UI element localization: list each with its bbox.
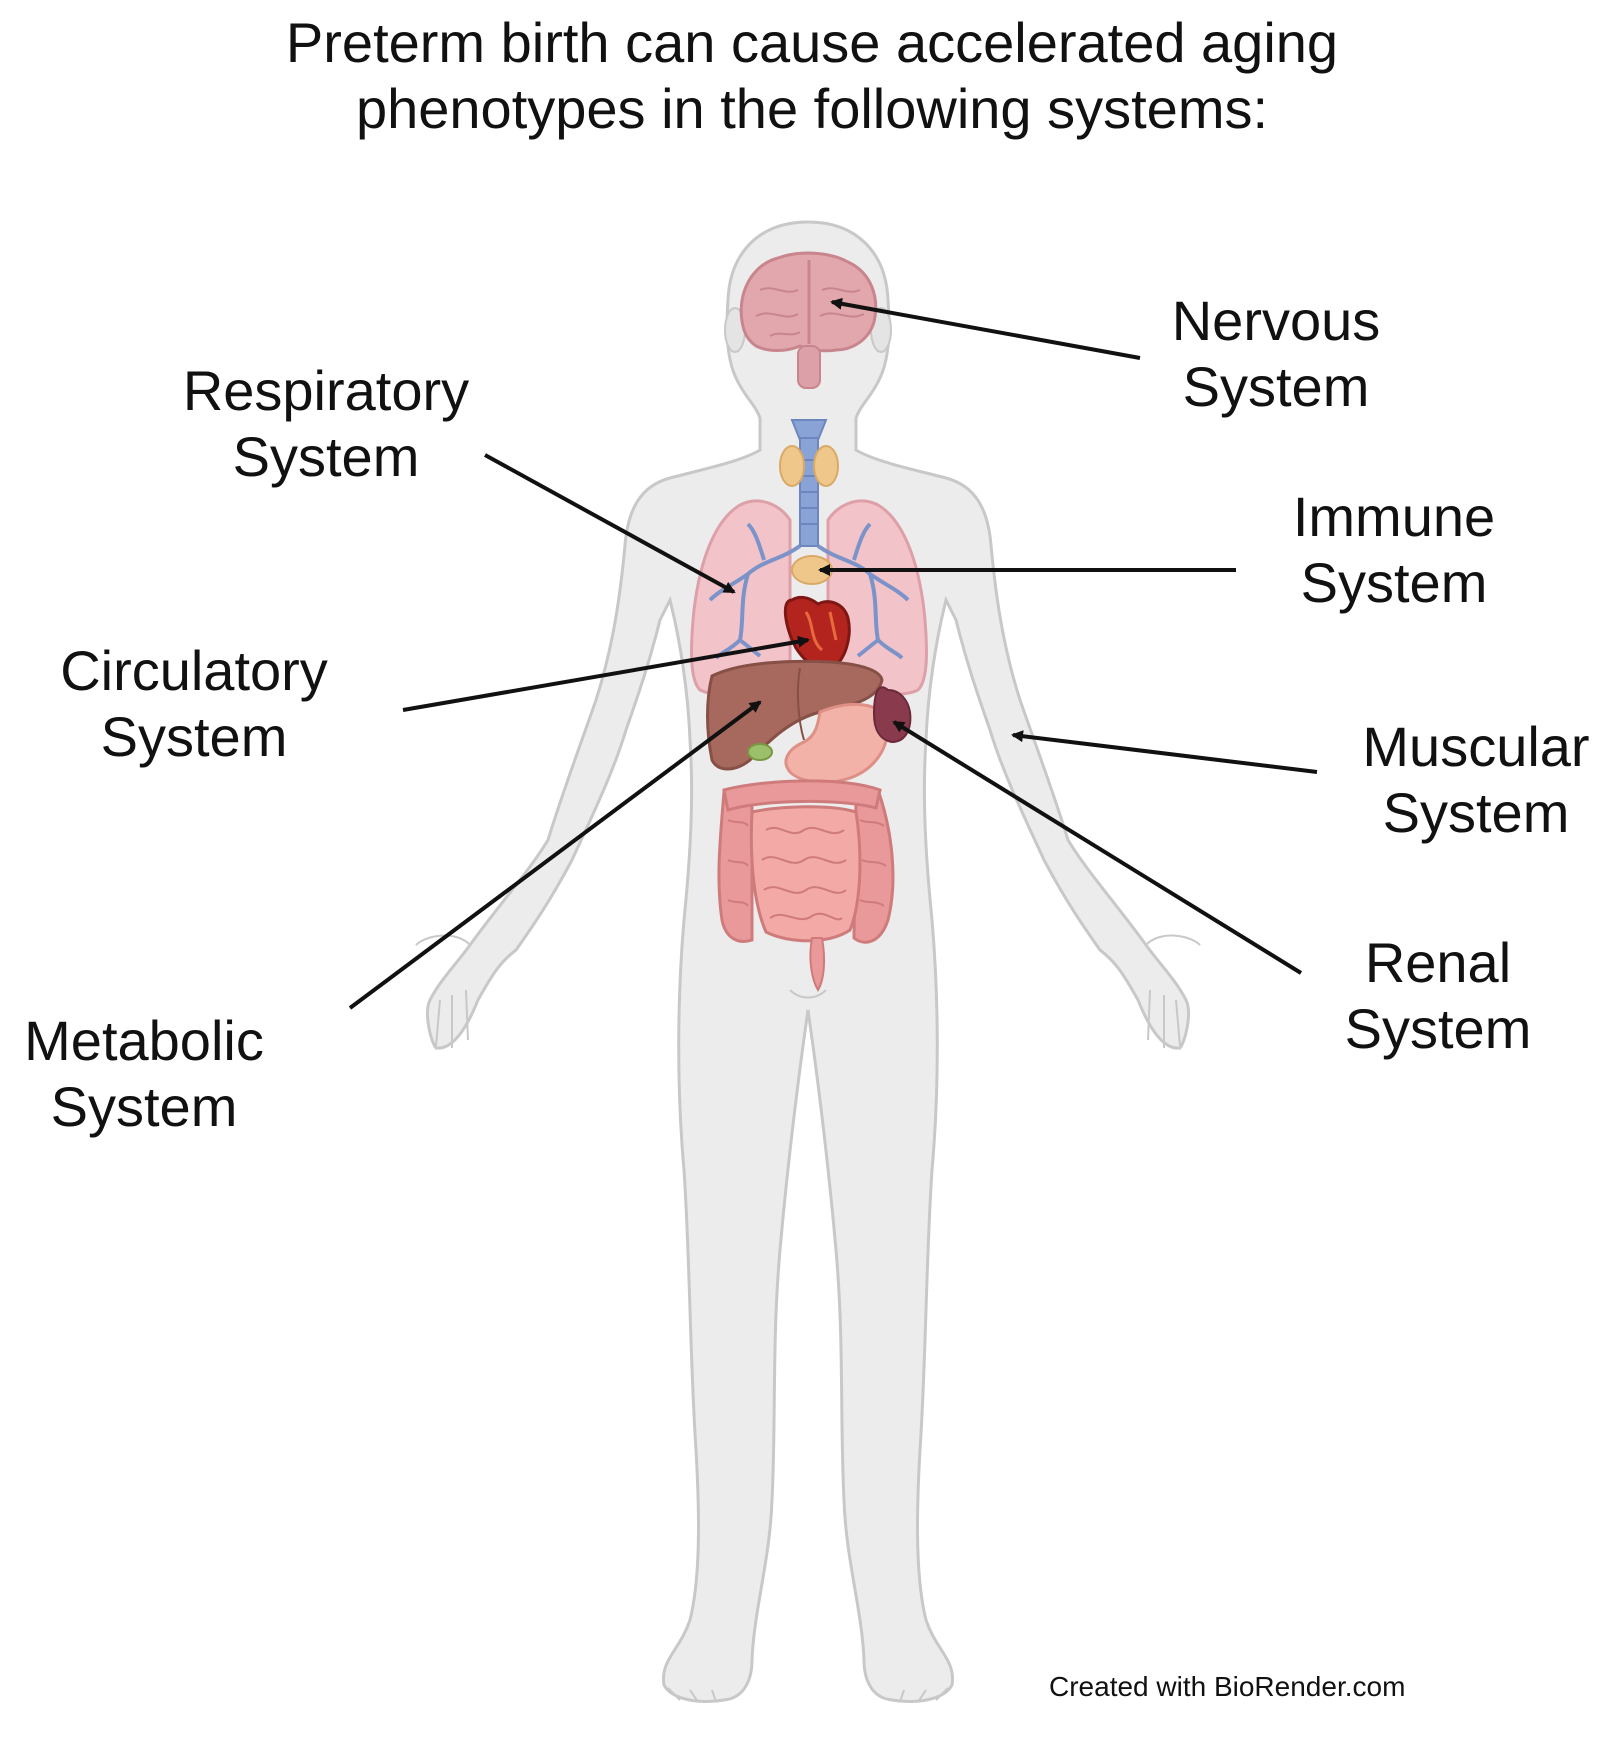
label-nervous-system: Nervous System bbox=[1138, 288, 1414, 420]
label-renal-line-1: Renal bbox=[1364, 931, 1512, 994]
arrow-nervous bbox=[830, 297, 1141, 360]
arrows bbox=[348, 297, 1318, 1010]
label-metabolic-line-1: Metabolic bbox=[24, 1009, 264, 1072]
arrow-circulatory bbox=[402, 635, 810, 712]
intestines-icon bbox=[717, 779, 895, 992]
label-circulatory-line-1: Circulatory bbox=[60, 639, 328, 702]
gallbladder-icon bbox=[747, 743, 773, 761]
label-immune-line-1: Immune bbox=[1292, 485, 1496, 548]
label-muscular-line-2: System bbox=[1382, 781, 1570, 844]
human-body-icon bbox=[415, 220, 1201, 1703]
brain-icon bbox=[739, 251, 878, 389]
label-circulatory-line-2: System bbox=[100, 705, 288, 768]
label-muscular-system: Muscular System bbox=[1346, 714, 1606, 846]
label-immune-line-2: System bbox=[1300, 551, 1488, 614]
arrow-renal bbox=[892, 720, 1303, 975]
label-muscular-line-1: Muscular bbox=[1362, 715, 1590, 778]
label-nervous-line-1: Nervous bbox=[1171, 289, 1381, 352]
label-respiratory-line-1: Respiratory bbox=[182, 359, 470, 422]
biorender-credit: Created with BioRender.com bbox=[1049, 1671, 1406, 1702]
label-metabolic-line-2: System bbox=[50, 1075, 238, 1138]
label-nervous-line-2: System bbox=[1182, 355, 1370, 418]
label-immune-system: Immune System bbox=[1264, 484, 1524, 616]
label-renal-system: Renal System bbox=[1320, 930, 1556, 1062]
label-circulatory-system: Circulatory System bbox=[46, 638, 342, 770]
arrow-muscular bbox=[1011, 730, 1318, 774]
arrow-respiratory bbox=[484, 453, 736, 594]
label-respiratory-system: Respiratory System bbox=[168, 358, 484, 490]
figure-title-line-1: Preterm birth can cause accelerated agin… bbox=[285, 11, 1339, 74]
figure-title: Preterm birth can cause accelerated agin… bbox=[0, 10, 1624, 142]
label-renal-line-2: System bbox=[1344, 997, 1532, 1060]
label-respiratory-line-2: System bbox=[232, 425, 420, 488]
arrow-metabolic bbox=[348, 700, 762, 1010]
label-metabolic-system: Metabolic System bbox=[6, 1008, 282, 1140]
figure-title-line-2: phenotypes in the following systems: bbox=[355, 77, 1269, 140]
trachea-icon bbox=[779, 419, 839, 547]
